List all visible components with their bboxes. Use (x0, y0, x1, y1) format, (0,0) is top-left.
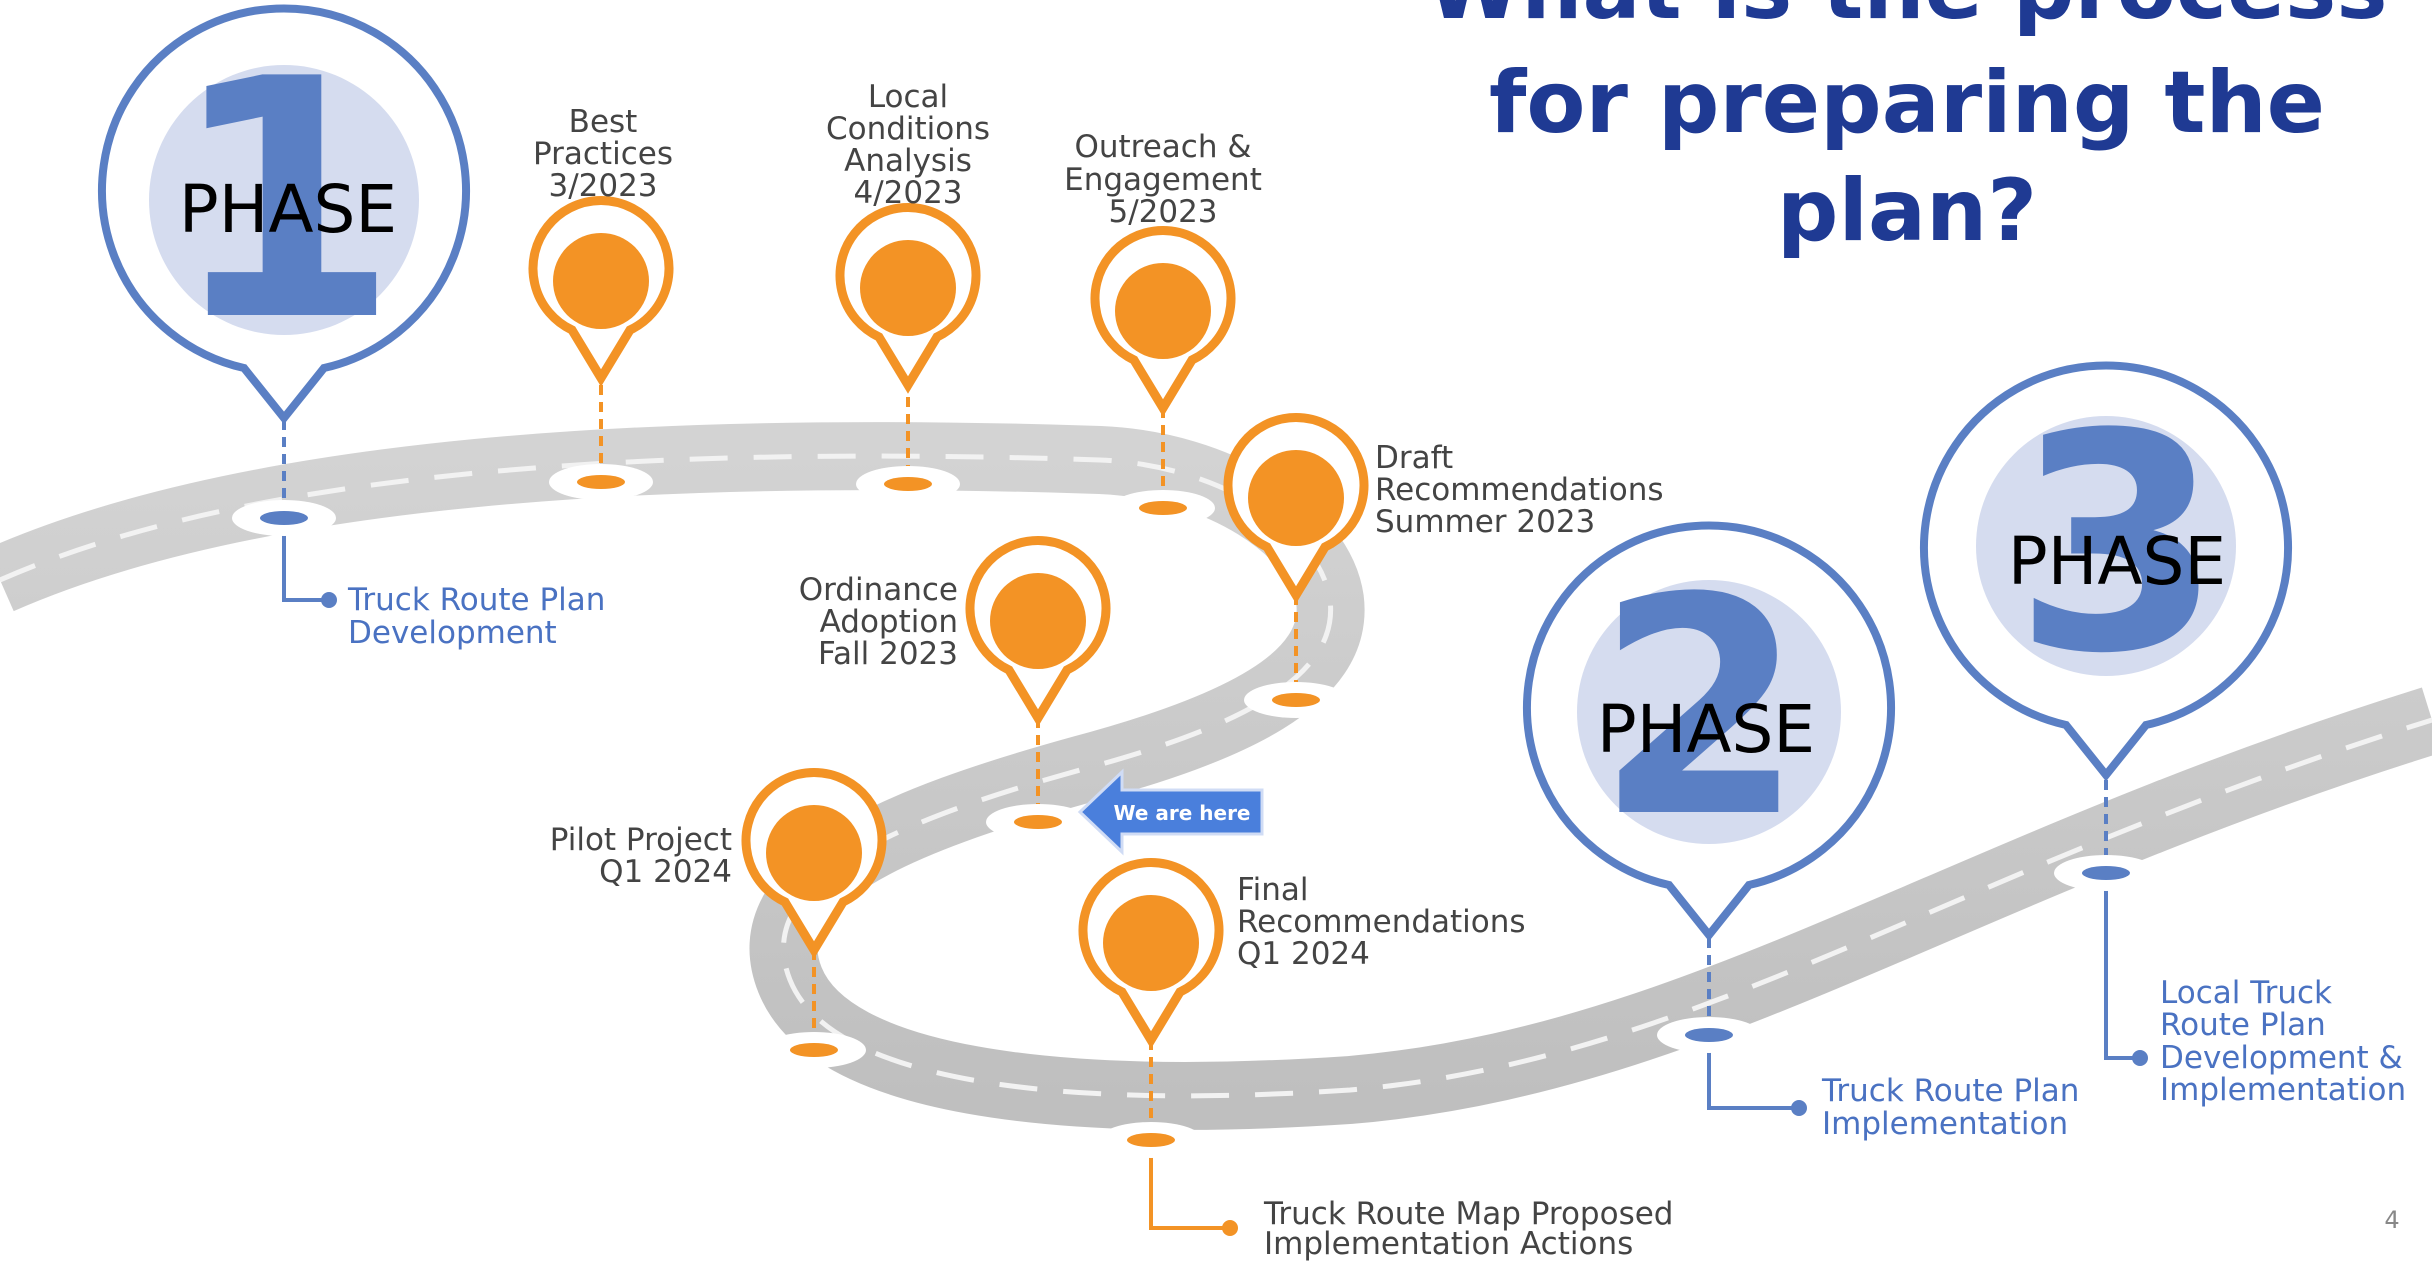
phase-1-description: Truck Route Plan Development (347, 582, 605, 651)
label-outreach: Outreach & Engagement 5/2023 (1064, 129, 1262, 230)
label-pilot: Pilot Project Q1 2024 (550, 822, 732, 890)
svg-text:Conditions: Conditions (826, 111, 990, 147)
phase-3-number: 3 (2014, 370, 2223, 719)
svg-text:4/2023: 4/2023 (853, 175, 962, 211)
pin-local-conditions (835, 202, 981, 394)
svg-text:Q1 2024: Q1 2024 (1237, 936, 1370, 972)
svg-text:Summer 2023: Summer 2023 (1375, 504, 1595, 540)
svg-text:Development: Development (348, 615, 557, 651)
stop-phase-1 (232, 500, 336, 536)
phase-3-description: Local Truck Route Plan Development & Imp… (2160, 975, 2406, 1108)
stop-best-practices (549, 464, 653, 500)
svg-text:Ordinance: Ordinance (799, 572, 958, 608)
connector-end-dots (321, 592, 2148, 1236)
pin-ordinance (965, 535, 1111, 727)
phase-pins: 1 PHASE 2 PHASE 3 PHASE (98, 4, 2292, 942)
svg-text:Implementation: Implementation (2160, 1072, 2406, 1108)
phase-2-label: PHASE (1597, 691, 1815, 768)
title-line-1: What is the process (1426, 0, 2387, 39)
phase-1-label: PHASE (179, 171, 397, 248)
svg-text:Route Plan: Route Plan (2160, 1007, 2326, 1043)
title-line-2: for preparing the (1489, 53, 2325, 153)
phase-3-pin: 3 PHASE (1920, 361, 2292, 782)
phase-2-pin: 2 PHASE (1523, 521, 1895, 942)
label-ordinance: Ordinance Adoption Fall 2023 (799, 572, 958, 672)
stop-final (1099, 1122, 1203, 1158)
pin-pilot (741, 767, 887, 959)
label-local-conditions: Local Conditions Analysis 4/2023 (826, 79, 990, 211)
phase-2-number: 2 (1596, 534, 1805, 883)
svg-text:Local: Local (868, 79, 948, 115)
connector-lines (282, 368, 2138, 1230)
svg-text:Analysis: Analysis (844, 143, 972, 179)
svg-text:Adoption: Adoption (820, 604, 958, 640)
phase-descriptions: Truck Route Plan Development Truck Route… (347, 582, 2406, 1142)
final-output-label: Truck Route Map Proposed Implementation … (1263, 1196, 1673, 1262)
phase-1-number: 1 (169, 9, 399, 393)
svg-text:3/2023: 3/2023 (548, 168, 657, 204)
we-are-here-label: We are here (1114, 801, 1251, 825)
stop-phase-2 (1657, 1017, 1761, 1053)
svg-text:Best: Best (569, 104, 638, 140)
pin-draft (1223, 412, 1369, 604)
svg-text:Pilot Project: Pilot Project (550, 822, 732, 858)
svg-text:Implementation: Implementation (1822, 1106, 2068, 1142)
slide-title: What is the process for preparing the pl… (1426, 0, 2387, 261)
stop-local-conditions (856, 466, 960, 502)
phase-3-label: PHASE (2008, 523, 2226, 600)
pin-best-practices (528, 195, 674, 387)
stop-phase-3 (2054, 855, 2158, 891)
svg-text:5/2023: 5/2023 (1108, 194, 1217, 230)
stop-pilot (762, 1032, 866, 1068)
label-best-practices: Best Practices 3/2023 (533, 104, 673, 204)
stop-outreach (1111, 490, 1215, 526)
svg-text:Truck Route Map Proposed: Truck Route Map Proposed (1263, 1196, 1673, 1232)
svg-text:Outreach &: Outreach & (1074, 129, 1251, 165)
stop-draft (1244, 682, 1348, 718)
svg-text:Recommendations: Recommendations (1237, 904, 1526, 940)
title-line-3: plan? (1777, 161, 2037, 261)
svg-text:Development &: Development & (2160, 1040, 2403, 1076)
svg-text:Fall 2023: Fall 2023 (818, 636, 958, 672)
svg-text:Draft: Draft (1375, 440, 1453, 476)
pin-outreach (1090, 225, 1236, 417)
label-final: Final Recommendations Q1 2024 (1237, 872, 1526, 972)
milestone-labels: Best Practices 3/2023 Local Conditions A… (533, 79, 1664, 972)
svg-text:Implementation Actions: Implementation Actions (1264, 1226, 1633, 1262)
we-are-here-marker: We are here (1077, 768, 1264, 856)
svg-text:Practices: Practices (533, 136, 673, 172)
phase-2-description: Truck Route Plan Implementation (1821, 1073, 2079, 1142)
page-number: 4 (2384, 1206, 2399, 1234)
svg-text:Final: Final (1237, 872, 1308, 908)
milestone-pins (528, 195, 1369, 1049)
svg-text:Q1 2024: Q1 2024 (599, 854, 732, 890)
svg-text:Truck Route Plan: Truck Route Plan (1821, 1073, 2079, 1109)
svg-text:Local Truck: Local Truck (2160, 975, 2332, 1011)
svg-text:Engagement: Engagement (1064, 162, 1262, 198)
phase-1-pin: 1 PHASE (98, 4, 470, 425)
label-draft: Draft Recommendations Summer 2023 (1375, 440, 1664, 540)
winding-road (0, 422, 2432, 1130)
pin-final (1078, 857, 1224, 1049)
svg-text:Truck Route Plan: Truck Route Plan (347, 582, 605, 618)
stop-ordinance (986, 804, 1090, 840)
road-stops (232, 464, 2158, 1158)
svg-text:Recommendations: Recommendations (1375, 472, 1664, 508)
